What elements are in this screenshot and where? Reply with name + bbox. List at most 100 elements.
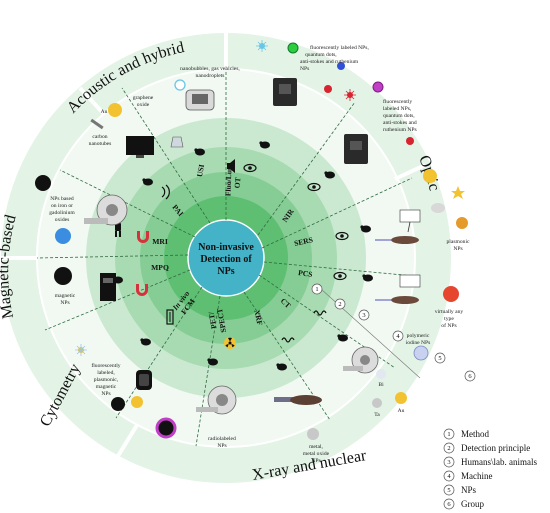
mouse-icon xyxy=(140,338,151,346)
ultrasound-probe-icon xyxy=(170,136,184,148)
np-cyto-line4: magnetic xyxy=(96,384,117,390)
iron-np-icon xyxy=(35,175,51,191)
bi-np-icon xyxy=(376,369,386,379)
pet-scanner-icon xyxy=(196,385,237,415)
np-fluo-right-line4: anti-stokes and xyxy=(383,120,417,126)
ct-scanner-icon xyxy=(343,346,379,374)
legend-label: Machine xyxy=(461,471,493,481)
method-sers: SERS xyxy=(293,235,313,248)
np-graphene-line2: oxide xyxy=(137,102,150,108)
np-cyto-line5: NPs xyxy=(101,391,110,397)
legend-num: 3 xyxy=(447,459,450,466)
np-au-label: Au xyxy=(101,109,108,115)
np-carbon-line1: carbon xyxy=(92,134,107,140)
callout-2 xyxy=(334,298,346,310)
method-usi: USI xyxy=(195,164,206,178)
callout-5-num: 5 xyxy=(438,355,441,362)
callout-5 xyxy=(434,352,446,364)
legend-label: NPs xyxy=(461,485,477,495)
np-radio-line2: NPs xyxy=(217,443,226,449)
magnet-icon xyxy=(137,231,149,243)
np-graphene-line1: graphene xyxy=(133,95,154,101)
method-mri: MRI xyxy=(152,237,168,246)
np-plasmonic-line2: NPs xyxy=(453,246,462,252)
np-fluo-top-line2: quantum dots, xyxy=(305,52,337,58)
ta-np-icon xyxy=(372,398,382,408)
mpq-device-icon xyxy=(100,273,116,301)
eye-icon xyxy=(307,182,321,192)
black-np-icon xyxy=(111,397,125,411)
legend-item: 6 Group xyxy=(443,498,484,510)
mouse-icon xyxy=(276,363,287,371)
flow-cell-icon xyxy=(166,309,174,325)
np-fluo-right-line1: fluorescently xyxy=(383,98,412,105)
mouse-icon xyxy=(194,148,205,156)
mouse-icon xyxy=(207,358,218,366)
np-iron-line3: gadolinium xyxy=(49,210,75,216)
legend-item: 2 Detection principle xyxy=(443,442,530,454)
gold-np-icon xyxy=(108,103,122,117)
xrf-device-icon xyxy=(274,395,322,405)
method-pet-2: SPECT xyxy=(215,308,228,334)
sector-separators xyxy=(36,69,415,447)
legend: 1 Method 2 Detection principle 3 Humans\… xyxy=(443,428,537,510)
np-fluo-right-line2: labeled NPs, xyxy=(383,106,412,112)
method-mpq: MPQ xyxy=(151,263,169,272)
mouse-laser-icon xyxy=(375,296,419,304)
mouse-icon xyxy=(360,225,371,233)
np-cyto-line1: fluorescently xyxy=(91,362,120,369)
np-plasmonic-line1: plasmonic xyxy=(447,239,471,245)
group-separators xyxy=(0,32,426,458)
np-metal-line3: NPs xyxy=(311,458,320,464)
method-pcs: PCS xyxy=(298,268,313,279)
mouse-icon xyxy=(324,171,335,179)
method-pet-1: PET/ xyxy=(206,310,218,329)
np-metal-line1: metal, xyxy=(309,444,323,450)
method-fluo-2: OT xyxy=(233,177,243,189)
np-icons xyxy=(35,40,468,440)
mouse-icon xyxy=(142,178,153,186)
legend-label: Method xyxy=(461,429,489,439)
camera-device-icon xyxy=(273,78,297,106)
legend-item: 4 Machine xyxy=(443,470,493,482)
legend-num: 1 xyxy=(447,431,450,438)
mri-scanner-icon xyxy=(84,194,128,226)
sound-wave-icon xyxy=(161,184,170,200)
any-np-icon xyxy=(443,286,459,302)
eye-icon xyxy=(335,231,349,241)
nanobubble-icon xyxy=(174,79,186,91)
qd-icon xyxy=(256,40,268,52)
qd-icon xyxy=(75,344,87,356)
np-magnetic-line1: magnetic xyxy=(55,293,76,299)
gold-np-icon xyxy=(423,169,437,183)
method-fluo-1: Fluo/Lum xyxy=(223,163,233,196)
center-title-line3: NPs xyxy=(217,266,234,277)
virus-np-icon xyxy=(344,89,356,101)
legend-item: 1 Method xyxy=(443,428,489,440)
np-cyto-line2: labeled, xyxy=(97,370,115,376)
np-radio-line1: radiolabeled xyxy=(208,436,236,442)
callout-4 xyxy=(392,330,404,342)
np-fluo-right-line5: ruthenium NPs xyxy=(383,127,417,133)
radiation-icon xyxy=(224,337,236,349)
imaging-box-icon xyxy=(344,134,368,164)
magnetic-np-icon xyxy=(54,267,72,285)
np-ta-label: Ta xyxy=(374,412,380,418)
wrist-cytometer-icon xyxy=(136,370,152,390)
mouse-icon xyxy=(259,141,270,149)
eye-icon xyxy=(333,271,347,281)
callout-6-num: 6 xyxy=(468,373,472,380)
bronze-np-icon xyxy=(456,217,468,229)
callout-2-num: 2 xyxy=(338,301,341,308)
np-fluo-top-line1: fluorescently labeled NPs, xyxy=(310,44,369,51)
np-iron-line1: NPs based xyxy=(50,196,74,202)
mouse-icon xyxy=(362,274,373,282)
magnet-icon xyxy=(136,284,148,296)
np-iodine-line2: iodine NPs xyxy=(406,340,431,346)
np-iron-line4: oxides xyxy=(55,217,70,223)
au-np-icon xyxy=(395,392,407,404)
method-xrf: XRF xyxy=(252,309,264,326)
legend-num: 6 xyxy=(447,501,451,508)
np-iodine-line1: polymeric xyxy=(407,333,430,339)
callout-3-num: 3 xyxy=(362,312,365,319)
